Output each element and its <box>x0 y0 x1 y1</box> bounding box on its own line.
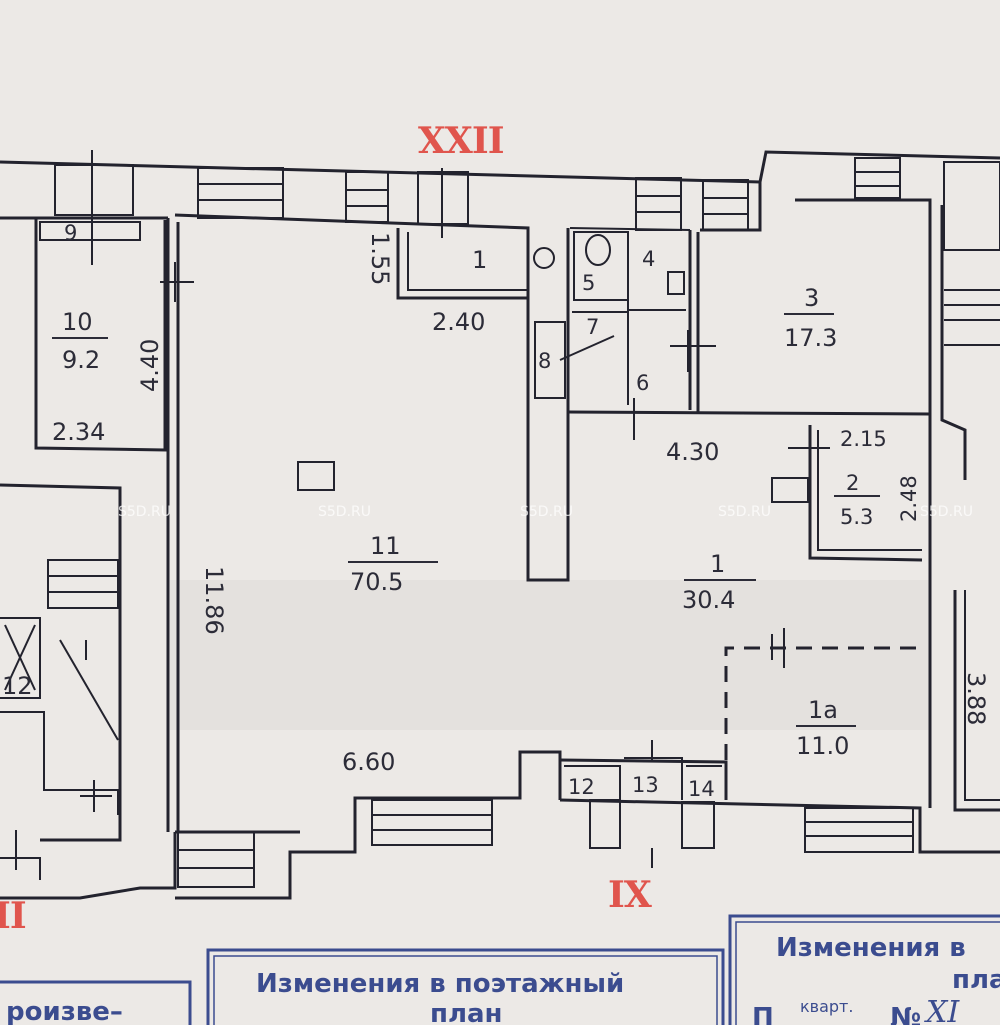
dimension-labels: 4.40 2.34 11.86 1.55 2.40 4.30 2.15 2.48… <box>52 232 990 776</box>
watermark-4: S5D.RU <box>718 504 771 520</box>
dim-3-88: 3.88 <box>962 672 990 725</box>
room-2-area: 5.3 <box>840 505 873 529</box>
entrance-rooms <box>559 740 728 868</box>
watermark-5: S5D.RU <box>920 504 973 520</box>
paper-fold-shading <box>170 580 930 730</box>
room-4-number: 4 <box>642 247 655 271</box>
room-2 <box>771 425 923 562</box>
stamp-left-text: роизве– <box>6 997 123 1025</box>
stamp-middle: Изменения в поэтажный план <box>206 948 725 1025</box>
stamp-right: Изменения в пла П кварт. № XI <box>728 914 1000 1025</box>
room-labels: 10 9.2 9 11 70.5 1 3 17.3 4 5 6 7 8 2 5.… <box>2 221 880 801</box>
dim-2-34: 2.34 <box>52 418 105 446</box>
wall-ticks <box>15 150 443 870</box>
stamp-middle-title: Изменения в поэтажный <box>256 969 624 999</box>
dim-4-40: 4.40 <box>136 339 164 392</box>
axis-marker-left: II <box>0 895 26 937</box>
room-5-number: 5 <box>582 271 595 295</box>
room-1-area: 30.4 <box>682 586 735 614</box>
watermark-3: S5D.RU <box>520 504 573 520</box>
room-10-area: 9.2 <box>62 346 100 374</box>
dim-6-60: 6.60 <box>342 748 395 776</box>
dim-11-86: 11.86 <box>200 566 228 635</box>
stamp-right-kvart: кварт. <box>800 997 853 1016</box>
watermarks: S5D.RU S5D.RU S5D.RU S5D.RU S5D.RU <box>118 504 973 520</box>
dim-1-55: 1.55 <box>366 232 394 285</box>
room-7-number: 7 <box>586 315 599 339</box>
room-12-number: 12 <box>568 775 595 799</box>
room-1a-area: 11.0 <box>796 732 849 760</box>
room-6-number: 6 <box>636 371 649 395</box>
right-walls <box>928 200 1000 812</box>
service-core <box>396 227 931 582</box>
axis-marker-top: XXII <box>418 120 504 162</box>
dim-2-15: 2.15 <box>840 427 887 451</box>
room-13-number: 13 <box>632 773 659 797</box>
dim-2-40: 2.40 <box>432 308 485 336</box>
left-rooms <box>0 218 167 880</box>
stamp-right-sub: пла <box>952 965 1000 995</box>
watermark-2: S5D.RU <box>318 504 371 520</box>
room-10-number: 10 <box>62 308 93 336</box>
room-8-number: 8 <box>538 349 551 373</box>
stamp-right-prefix: П <box>752 1003 774 1025</box>
stamp-middle-sub: план <box>430 999 503 1025</box>
stamp-right-title: Изменения в <box>776 933 966 963</box>
room-11-area: 70.5 <box>350 568 403 596</box>
room-1a-number: 1а <box>808 696 838 724</box>
room-14-number: 14 <box>688 777 715 801</box>
room-3-area: 17.3 <box>784 324 837 352</box>
room-9-number: 9 <box>64 221 77 245</box>
stamp-right-no: № <box>890 1003 921 1025</box>
watermark-1: S5D.RU <box>118 504 171 520</box>
room-1a-boundary <box>724 628 920 760</box>
room-3-number: 3 <box>804 284 819 312</box>
room-11 <box>166 218 335 832</box>
axis-marker-bottom: IX <box>608 874 652 916</box>
dim-4-30: 4.30 <box>666 438 719 466</box>
stamp-right-handwritten: XI <box>924 995 960 1025</box>
stamp-left: роизве– <box>0 980 192 1025</box>
room-1-top-number: 1 <box>472 246 487 274</box>
room-2-number: 2 <box>846 471 859 495</box>
room-12-left-number: 12 <box>2 672 33 700</box>
bottom-windows <box>177 799 914 888</box>
dim-2-48: 2.48 <box>897 475 921 522</box>
room-1-number: 1 <box>710 550 725 578</box>
room-11-number: 11 <box>370 532 401 560</box>
